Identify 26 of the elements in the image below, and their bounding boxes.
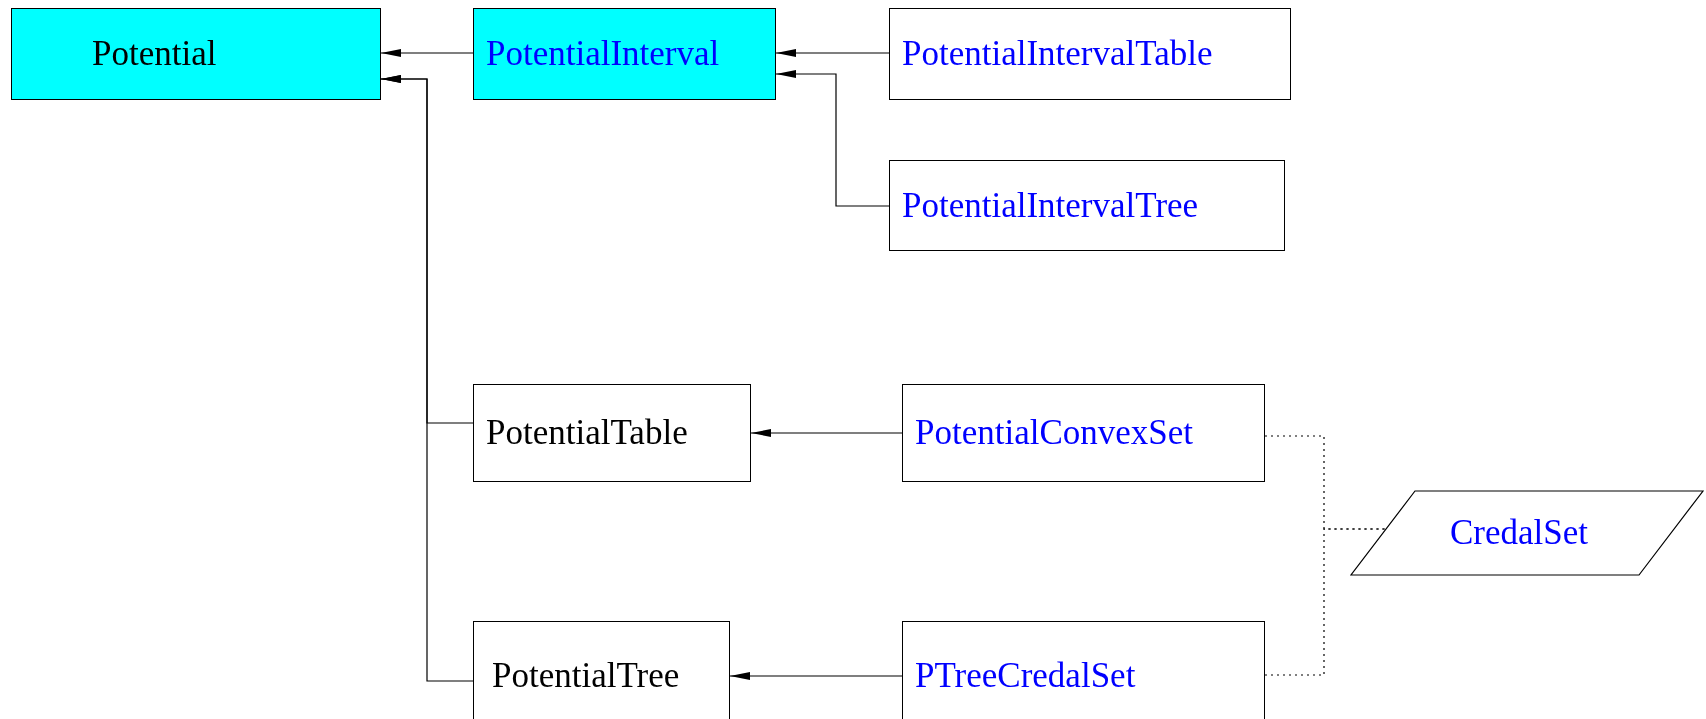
class-box xyxy=(473,384,751,482)
class-name: PotentialTree xyxy=(492,656,680,696)
inheritance-arrow xyxy=(729,672,903,680)
class-box xyxy=(473,8,776,100)
class-name: PTreeCredalSet xyxy=(915,656,1136,696)
class-box xyxy=(902,621,1265,719)
class-name: PotentialIntervalTree xyxy=(902,185,1199,226)
inheritance-arrow xyxy=(380,49,474,57)
inheritance-arrow xyxy=(775,70,890,207)
class-name: PotentialIntervalTable xyxy=(902,34,1213,74)
inheritance-arrow xyxy=(775,49,890,57)
dotted-connector xyxy=(1264,528,1386,676)
inheritance-arrow xyxy=(380,75,474,682)
class-box xyxy=(902,384,1265,482)
class-box xyxy=(11,8,381,100)
class-box xyxy=(889,160,1285,251)
class-name: PotentialInterval xyxy=(486,34,720,74)
class-name: CredalSet xyxy=(1450,513,1589,553)
inheritance-arrow xyxy=(750,429,903,437)
class-box xyxy=(889,8,1291,100)
parallelogram-shape xyxy=(1350,490,1704,576)
class-name: PotentialConvexSet xyxy=(915,413,1194,453)
class-name: PotentialTable xyxy=(486,413,688,453)
class-box xyxy=(473,621,730,719)
dotted-connector xyxy=(1264,435,1386,530)
class-name: Potential xyxy=(92,34,217,74)
